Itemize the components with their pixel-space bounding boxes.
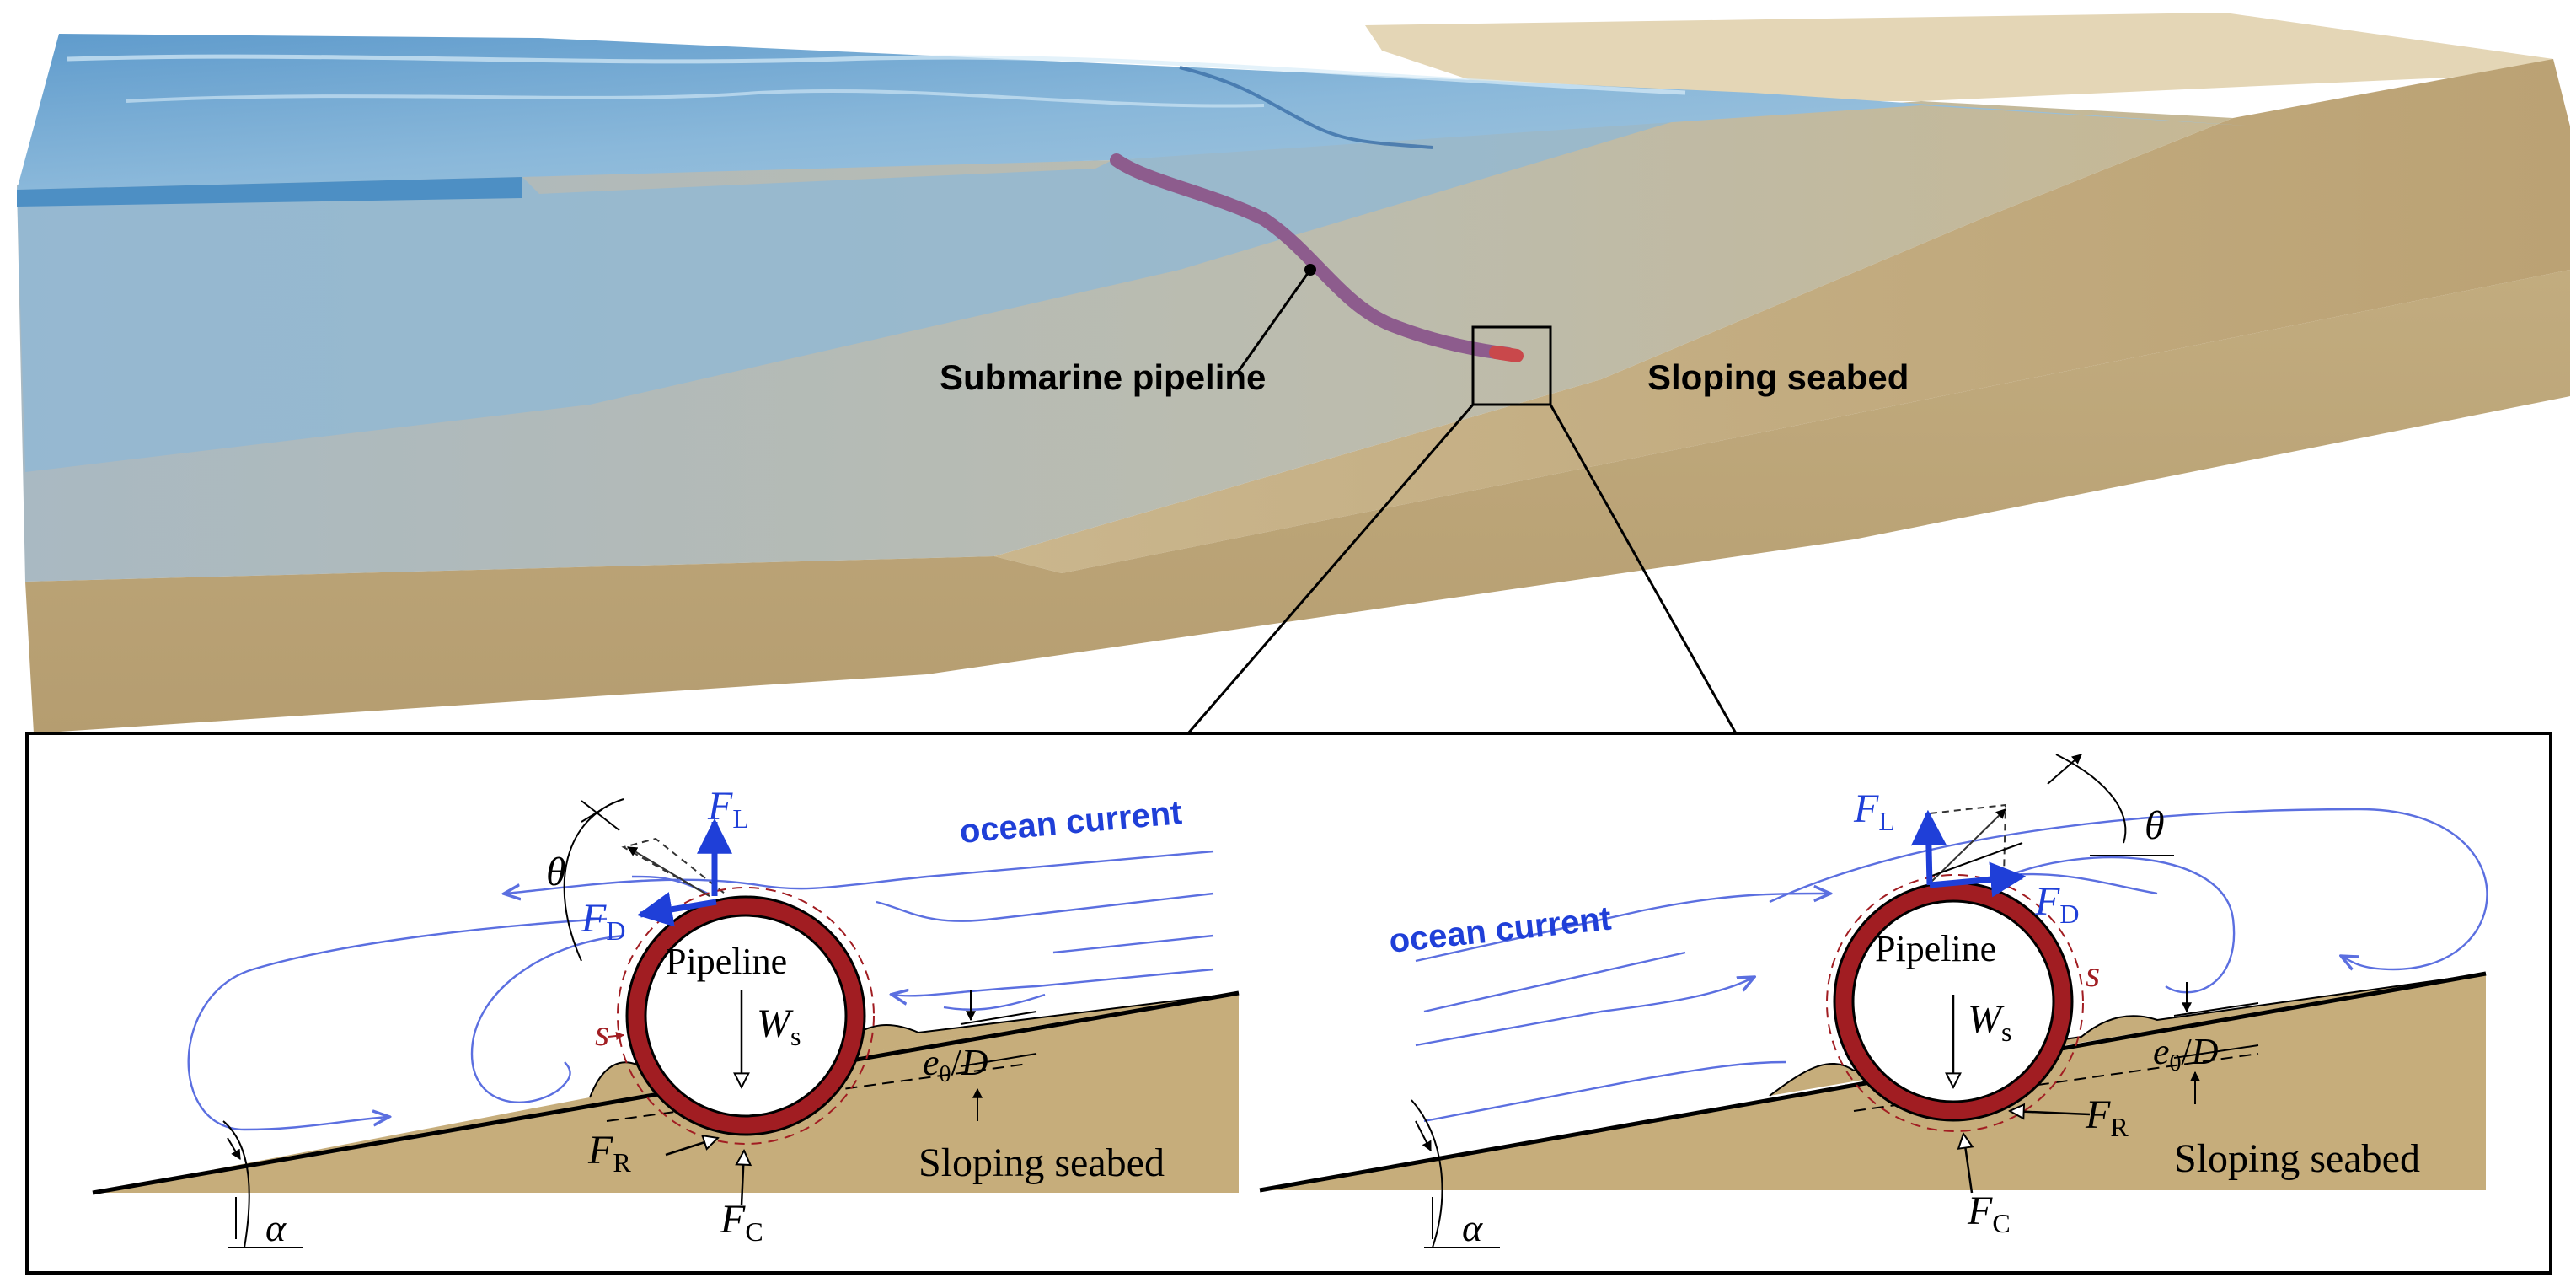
right-theta-label: θ [2145, 803, 2165, 848]
right-side-face [994, 59, 2570, 573]
submarine-pipeline-label: Submarine pipeline [940, 357, 1266, 397]
right-fr-arrow [2010, 1111, 2091, 1114]
zoom-box [1471, 325, 1552, 406]
right-s-label: s [2086, 953, 2100, 995]
water-volume [17, 118, 1685, 472]
right-fd-label: FD [2034, 879, 2079, 929]
left-pipeline-label: Pipeline [666, 941, 787, 982]
left-s-label: s [595, 1012, 609, 1054]
water-front-face [17, 177, 522, 207]
left-fr-label: FR [587, 1128, 631, 1178]
left-theta-label: θ [546, 850, 566, 894]
left-alpha-label: α [265, 1206, 287, 1249]
left-fr-arrow [665, 1138, 718, 1157]
right-fl-label: FL [1853, 786, 1895, 836]
right-fc-label: FC [1967, 1189, 2011, 1238]
right-ws-label: Ws [1968, 997, 2011, 1047]
right-fc-arrow [1963, 1134, 1972, 1194]
left-ws-label: Ws [757, 1001, 801, 1051]
right-sloping-seabed-label: Sloping seabed [2174, 1136, 2420, 1181]
right-pipeline-label: Pipeline [1875, 928, 1996, 969]
right-flow-lines [1415, 808, 2488, 1123]
sloping-seabed-label: Sloping seabed [1647, 357, 1909, 397]
pipeline-leader-dot [1304, 264, 1316, 276]
submarine-pipeline-3d [1110, 153, 1515, 361]
water-surface [17, 34, 2258, 190]
beach-top-surface [1365, 13, 2553, 101]
right-fl-arrow [1910, 809, 1947, 886]
left-fc-label: FC [720, 1197, 763, 1247]
right-detail-panel: θ Pipeline Ws FL FD s ocean current [1259, 754, 2488, 1249]
left-fd-label: FD [581, 896, 625, 946]
left-e0-label: e0/D [923, 1042, 988, 1087]
seabed-3d-block [17, 13, 2570, 734]
right-pipe-outline-dashed [1826, 874, 2084, 1132]
left-sloping-seabed-label: Sloping seabed [918, 1140, 1165, 1185]
front-face [25, 270, 2570, 733]
left-fl-label: FL [707, 784, 749, 834]
zoom-line-left [1186, 404, 1475, 734]
left-detail-panel: θ Pipeline Ws FL FD s ocean current [92, 784, 1240, 1249]
left-fc-arrow [742, 1151, 744, 1206]
left-pipe-outline-dashed [617, 887, 875, 1145]
right-fr-label: FR [2085, 1092, 2129, 1142]
left-fd-arrow [636, 892, 717, 927]
right-fd-arrow [1929, 861, 2027, 898]
zoom-line-right [1549, 404, 1738, 734]
left-pipe-ring [627, 897, 865, 1135]
right-alpha-label: α [1462, 1206, 1483, 1249]
right-e0-label: e0/D [2153, 1031, 2219, 1076]
